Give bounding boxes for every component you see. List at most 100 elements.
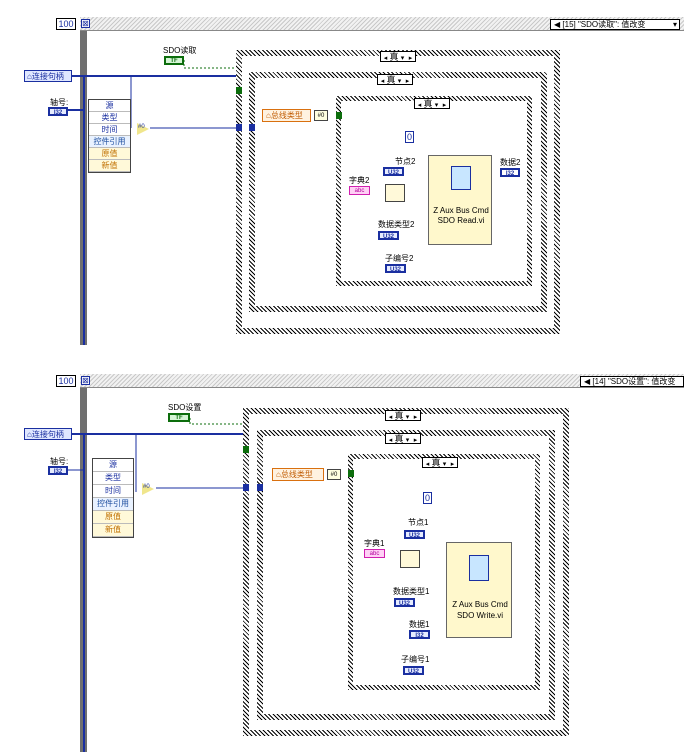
subindex-control[interactable]: U32 <box>385 264 406 273</box>
constant-zero[interactable]: 0 <box>405 131 414 143</box>
hex-string-to-number-node <box>385 184 405 202</box>
event-structure-header <box>80 374 684 388</box>
case-selector-middle[interactable]: ◂真▾▸ <box>385 433 421 444</box>
subindex-label: 子编号1 <box>401 655 430 664</box>
case-selector-outer[interactable]: ◂真▾▸ <box>385 410 421 421</box>
to-i32-node: #0 <box>142 483 156 495</box>
triangle-right-icon[interactable]: ▸ <box>450 461 455 468</box>
event-data-newval: 新值 <box>89 160 130 172</box>
to-i32-node: #0 <box>137 123 151 135</box>
triangle-left-icon[interactable]: ◂ <box>417 102 422 109</box>
triangle-right-icon[interactable]: ▸ <box>408 55 413 62</box>
tunnel <box>243 446 249 453</box>
event-data-node: 源 类型 时间 控件引用 原值 新值 <box>88 99 131 173</box>
loop-iteration-icon: ⊠ <box>81 376 90 385</box>
sdo-bool-label: SDO读取 <box>163 46 197 55</box>
data-out-label: 数据2 <box>500 158 521 167</box>
tunnel <box>236 87 242 94</box>
node-label: 节点2 <box>395 157 416 166</box>
triangle-right-icon[interactable]: ▸ <box>413 414 418 421</box>
loop-count-indicator: 100 <box>56 18 76 30</box>
subvi-icon <box>451 166 471 190</box>
axis-label: 轴号: <box>50 98 69 107</box>
dict-label: 字典1 <box>364 539 385 548</box>
datatype-control[interactable]: U32 <box>378 231 399 240</box>
case-selector-inner[interactable]: ◂真▾▸ <box>414 98 450 109</box>
handle-icon: ⌂ <box>27 72 32 81</box>
subindex-control[interactable]: U32 <box>403 666 424 675</box>
triangle-left-icon[interactable]: ◂ <box>383 55 388 62</box>
panel-separator <box>0 345 684 362</box>
event-data-source: 源 <box>93 459 133 472</box>
tunnel <box>236 124 242 131</box>
triangle-left-icon[interactable]: ◀ <box>554 20 561 29</box>
triangle-left-icon[interactable]: ◂ <box>388 414 393 421</box>
loop-count-indicator: 100 <box>56 375 76 387</box>
chevron-down-icon[interactable]: ▾ <box>405 437 410 444</box>
event-data-type: 类型 <box>89 112 130 124</box>
data-control[interactable]: I32 <box>409 630 430 639</box>
data-label: 数据1 <box>409 620 430 629</box>
bus-type-control[interactable]: ⌂总线类型 <box>262 109 311 122</box>
subindex-label: 子编号2 <box>385 254 414 263</box>
sdo-bool-control[interactable]: TF <box>168 413 190 422</box>
triangle-left-icon[interactable]: ◀ <box>584 377 591 386</box>
event-data-time: 时间 <box>93 485 133 498</box>
triangle-left-icon[interactable]: ◂ <box>380 78 385 85</box>
axis-number-control[interactable]: I32 <box>48 107 68 116</box>
triangle-right-icon[interactable]: ▸ <box>442 102 447 109</box>
event-case-selector[interactable]: ◀ [15] "SDO读取": 值改变 ▾ <box>550 19 680 30</box>
chevron-down-icon[interactable]: ▾ <box>397 78 402 85</box>
event-structure-header <box>80 17 684 31</box>
event-data-type: 类型 <box>93 472 133 485</box>
case-selector-middle[interactable]: ◂真▾▸ <box>377 74 413 85</box>
tunnel <box>243 484 249 491</box>
chevron-down-icon[interactable]: ▾ <box>434 102 439 109</box>
datatype-control[interactable]: U32 <box>394 598 415 607</box>
triangle-right-icon[interactable]: ▸ <box>413 437 418 444</box>
tunnel <box>257 484 263 491</box>
tunnel <box>249 124 255 131</box>
node-control[interactable]: U32 <box>404 530 425 539</box>
enum-icon: ⌂ <box>266 111 271 120</box>
event-data-newval: 新值 <box>93 524 133 537</box>
sdo-bool-control[interactable]: TF <box>164 56 184 65</box>
constant-zero[interactable]: 0 <box>423 492 432 504</box>
triangle-left-icon[interactable]: ◂ <box>425 461 430 468</box>
event-data-ctlref: 控件引用 <box>89 136 130 148</box>
block-diagram-panel-read: ◀ [15] "SDO读取": 值改变 ▾ 100 ⊠ ⌂连接句柄 轴号: I3… <box>0 0 684 345</box>
loop-iteration-icon: ⊠ <box>81 19 90 28</box>
connection-handle-control[interactable]: ⌂连接句柄 <box>24 70 72 82</box>
dict-control[interactable]: abc <box>364 549 385 558</box>
hex-string-to-number-node <box>400 550 420 568</box>
axis-number-control[interactable]: I32 <box>48 466 68 475</box>
sdo-write-subvi[interactable]: Z Aux Bus Cmd SDO Write.vi <box>446 542 512 638</box>
connection-handle-control[interactable]: ⌂连接句柄 <box>24 428 72 440</box>
equal-zero-node: #0 <box>327 469 341 480</box>
chevron-down-icon[interactable]: ▾ <box>672 20 677 29</box>
axis-label: 轴号: <box>50 457 69 466</box>
case-selector-inner[interactable]: ◂真▾▸ <box>422 457 458 468</box>
sdo-bool-label: SDO设置 <box>168 403 202 412</box>
tunnel <box>348 470 354 477</box>
enum-icon: ⌂ <box>276 470 281 479</box>
datatype-label: 数据类型2 <box>378 220 415 229</box>
triangle-right-icon[interactable]: ▸ <box>405 78 410 85</box>
chevron-down-icon[interactable]: ▾ <box>442 461 447 468</box>
dict-label: 字典2 <box>349 176 370 185</box>
case-selector-outer[interactable]: ◂真▾▸ <box>380 51 416 62</box>
event-data-oldval: 原值 <box>89 148 130 160</box>
triangle-left-icon[interactable]: ◂ <box>388 437 393 444</box>
subvi-name: Z Aux Bus Cmd SDO Write.vi <box>452 600 508 620</box>
event-case-label: [15] "SDO读取": 值改变 <box>562 20 646 29</box>
event-data-ctlref: 控件引用 <box>93 498 133 511</box>
handle-icon: ⌂ <box>27 430 32 439</box>
data-out-indicator: I32 <box>500 168 520 177</box>
sdo-read-subvi[interactable]: Z Aux Bus Cmd SDO Read.vi <box>428 155 492 245</box>
dict-control[interactable]: abc <box>349 186 370 195</box>
bus-type-control[interactable]: ⌂总线类型 <box>272 468 324 481</box>
chevron-down-icon[interactable]: ▾ <box>400 55 405 62</box>
subvi-icon <box>469 555 489 581</box>
node-control[interactable]: U32 <box>383 167 404 176</box>
chevron-down-icon[interactable]: ▾ <box>405 414 410 421</box>
